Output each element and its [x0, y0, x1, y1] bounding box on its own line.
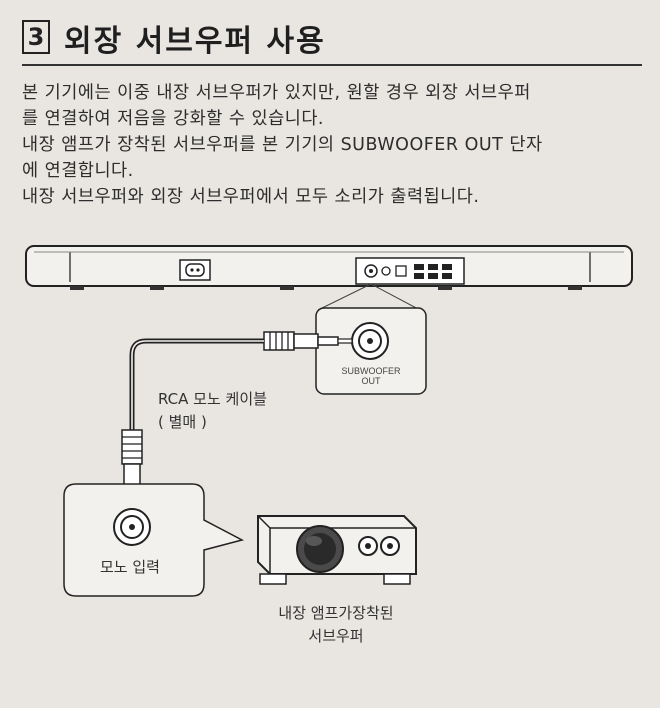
port-label-line: OUT — [361, 376, 381, 386]
cable-label-line: ( 별매 ) — [158, 413, 207, 431]
paragraph-line: 내장 서브우퍼와 외장 서브우퍼에서 모두 소리가 출력됩니다. — [22, 187, 480, 207]
cable-label-line: RCA 모노 케이블 — [158, 390, 267, 408]
subwoofer-label-line: 내장 앰프가장착된 — [278, 604, 394, 622]
subwoofer-illustration — [257, 515, 417, 585]
paragraph-line: 에 연결합니다. — [22, 161, 134, 181]
paragraph-line: 를 연결하여 저음을 강화할 수 있습니다. — [22, 109, 324, 129]
paragraph-line: 내장 앰프가 장착된 서브우퍼를 본 기기의 SUBWOOFER OUT 단자 — [22, 135, 543, 155]
subwoofer-label-line: 서브우퍼 — [308, 627, 364, 645]
subwoofer-out-callout — [315, 307, 427, 395]
paragraph-line: 본 기기에는 이중 내장 서브우퍼가 있지만, 원할 경우 외장 서브우퍼 — [22, 83, 531, 103]
rear-panel-ports — [355, 257, 465, 285]
section-number: 3 — [22, 20, 50, 54]
mono-input-label: 모노 입력 — [100, 558, 160, 576]
power-inlet-icon — [179, 259, 211, 281]
cable-label: RCA 모노 케이블 ( 별매 ) — [158, 388, 267, 432]
section-header: 3 외장 서브우퍼 사용 — [22, 14, 642, 66]
soundbar-illustration — [25, 245, 633, 290]
instruction-text: 본 기기에는 이중 내장 서브우퍼가 있지만, 원할 경우 외장 서브우퍼 를 … — [22, 80, 652, 210]
subwoofer-label: 내장 앰프가장착된 서브우퍼 — [258, 602, 414, 646]
port-label-line: SUBWOOFER — [341, 366, 401, 376]
mono-input-callout — [63, 483, 245, 597]
title-underline — [22, 64, 642, 66]
rca-plug-top — [263, 331, 353, 351]
subwoofer-out-port-label: SUBWOOFER OUT — [330, 366, 412, 386]
section-title: 외장 서브우퍼 사용 — [64, 24, 326, 59]
